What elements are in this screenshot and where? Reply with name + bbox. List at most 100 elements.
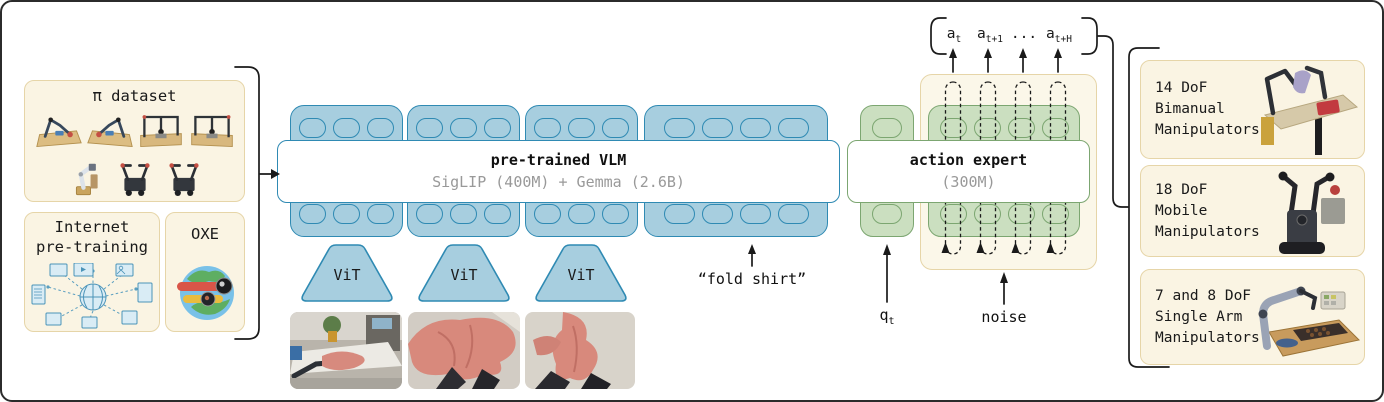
token-pill	[416, 118, 443, 138]
token-pill	[450, 118, 477, 138]
trapezoid-shape	[418, 244, 510, 302]
camera-photo	[290, 312, 402, 389]
platform-card-bimanual: 14 DoF Bimanual Manipulators	[1140, 60, 1365, 159]
vit-label: ViT	[333, 266, 361, 284]
robot-photo-icon	[161, 155, 207, 199]
camera-image-overview	[290, 312, 402, 389]
mobile-robot-photo	[1278, 171, 1345, 254]
token-pill	[416, 204, 443, 224]
platform-card-single-arm: 7 and 8 DoF Single Arm Manipulators	[1140, 269, 1365, 365]
action-expert-subtitle: (300M)	[941, 172, 996, 191]
action-token-label: at	[946, 26, 962, 45]
camera-image-wrist-left	[408, 312, 520, 389]
token-pill	[701, 204, 733, 224]
token-pill	[663, 204, 695, 224]
vlm-band: pre-trained VLM SigLIP (400M) + Gemma (2…	[277, 140, 840, 203]
token-pill	[777, 118, 809, 138]
action-expert-band: action expert (300M)	[847, 140, 1090, 203]
token-pill	[872, 118, 902, 138]
token-pill	[333, 118, 360, 138]
vlm-subtitle: SigLIP (400M) + Gemma (2.6B)	[432, 172, 685, 191]
trapezoid-shape	[301, 244, 393, 302]
token-pill	[602, 118, 629, 138]
token-pill	[663, 118, 695, 138]
action-expert-title: action expert	[909, 150, 1028, 169]
pi-dataset-robot-row-2	[63, 155, 208, 199]
robot-photo-icon	[188, 107, 236, 151]
oxe-label: OXE	[191, 225, 219, 243]
state-input-label: qt	[879, 306, 895, 327]
token-pill	[1007, 118, 1035, 138]
noise-input-label: noise	[981, 308, 1027, 326]
token-pill	[739, 118, 771, 138]
token-pill-row	[645, 118, 827, 138]
action-token-label: at+1	[977, 26, 1003, 45]
robot-photo-icon	[112, 155, 158, 199]
language-prompt: “fold shirt”	[697, 270, 807, 288]
token-pill-row	[291, 204, 402, 224]
camera-photo	[525, 312, 635, 389]
internet-network-icon	[31, 263, 153, 329]
vlm-title: pre-trained VLM	[490, 150, 627, 169]
token-pill	[333, 204, 360, 224]
robot-photo-icon	[86, 107, 134, 151]
token-pill	[973, 204, 1001, 224]
token-pill-row	[929, 204, 1079, 224]
token-pill	[450, 204, 477, 224]
vit-label: ViT	[450, 266, 478, 284]
token-pill	[602, 204, 629, 224]
token-pill-row	[645, 204, 827, 224]
token-pill-row	[929, 118, 1079, 138]
vit-encoder-3: ViT	[533, 244, 629, 306]
pi-dataset-label: π dataset	[92, 87, 177, 105]
token-pill	[299, 118, 326, 138]
platform-label: 18 DoF Mobile Manipulators	[1155, 181, 1260, 240]
token-pill	[1007, 204, 1035, 224]
token-pill	[701, 118, 733, 138]
vit-encoder-1: ViT	[299, 244, 395, 306]
internet-label-line1: Internet	[54, 218, 130, 236]
action-sequence-bracket-left	[930, 17, 947, 55]
pi-dataset-robot-row-1	[33, 107, 238, 151]
oxe-panel: OXE	[165, 212, 245, 332]
token-pill-row	[291, 118, 402, 138]
action-token-label: at+H	[1046, 26, 1072, 45]
token-pill	[1041, 118, 1069, 138]
token-pill	[973, 118, 1001, 138]
token-pill-row	[526, 204, 637, 224]
platform-card-mobile: 18 DoF Mobile Manipulators	[1140, 165, 1365, 257]
token-pill-row	[408, 204, 519, 224]
token-pill	[872, 204, 902, 224]
action-sequence-bracket-right	[1081, 17, 1098, 55]
single-arm-robot-photo	[1258, 286, 1361, 357]
token-pill	[939, 204, 967, 224]
token-pill-row	[408, 118, 519, 138]
platform-label: 14 DoF Bimanual Manipulators	[1155, 80, 1260, 138]
token-pill	[568, 118, 595, 138]
action-output-arrows	[952, 56, 1059, 73]
token-pill-row	[861, 118, 913, 138]
oxe-globe-icon	[177, 266, 234, 320]
token-pill	[484, 204, 511, 224]
internet-pretraining-panel: Internet pre-training	[24, 212, 160, 332]
token-pill	[534, 118, 561, 138]
actions-to-robots-connector	[1097, 35, 1129, 208]
token-pill-row	[526, 118, 637, 138]
internet-label-line2: pre-training	[36, 238, 148, 256]
robot-photo-icon	[137, 107, 185, 151]
token-pill	[1041, 204, 1069, 224]
token-pill	[939, 118, 967, 138]
vit-label: ViT	[567, 266, 595, 284]
token-pill	[367, 118, 394, 138]
token-pill	[739, 204, 771, 224]
robot-photo-icon	[64, 155, 110, 199]
token-pill	[367, 204, 394, 224]
robot-photo-icon	[35, 107, 83, 151]
action-token-label: ...	[1010, 26, 1038, 42]
camera-image-wrist-right	[525, 312, 635, 389]
platform-label: 7 and 8 DoF Single Arm Manipulators	[1155, 287, 1260, 346]
token-pill-row	[861, 204, 913, 224]
token-pill	[299, 204, 326, 224]
vit-encoder-2: ViT	[416, 244, 512, 306]
